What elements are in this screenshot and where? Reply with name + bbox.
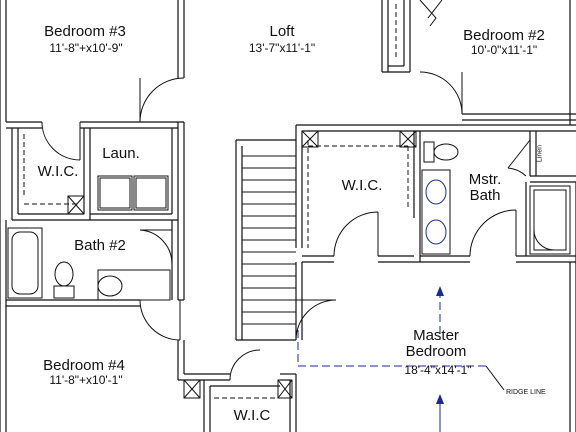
ridge-arrows (436, 286, 505, 432)
mstr-bath-name-line2: Bath (469, 187, 501, 204)
wic-left-name: W.I.C. (37, 163, 79, 180)
master-dims: 18'-4"x14'-1" (404, 363, 472, 377)
loft-dims: 13'-7"x11'-1" (248, 41, 316, 55)
laundry-name: Laun. (102, 145, 140, 162)
master-name-line1: Master (413, 327, 459, 344)
stair-treads (242, 155, 296, 325)
wic-master-name: W.I.C. (341, 177, 383, 194)
bedroom2-name: Bedroom #2 (463, 27, 545, 44)
bedroom2-dims: 10'-0"x11'-1" (470, 43, 538, 57)
linen-name: Linen (536, 144, 544, 163)
bedroom3-name: Bedroom #3 (44, 23, 126, 40)
mstr-bath-name-line1: Mstr. (468, 171, 502, 188)
bath2-name: Bath #2 (74, 237, 126, 254)
bedroom3-dims: 11'-8"+x10'-9" (49, 41, 123, 55)
shelf-lines (23, 4, 409, 399)
bedroom4-name: Bedroom #4 (43, 357, 125, 374)
fixtures (7, 130, 571, 399)
wic-bottom-name: W.I.C (233, 407, 271, 424)
loft-name: Loft (269, 23, 295, 40)
bedroom4-dims: 11'-8"+x10'-1" (49, 373, 123, 387)
ridge-line-label: RIDGE LINE (506, 389, 546, 396)
ridge-lines (297, 290, 486, 367)
master-name-line2: Bedroom (405, 343, 467, 360)
door-swings (41, 0, 531, 381)
